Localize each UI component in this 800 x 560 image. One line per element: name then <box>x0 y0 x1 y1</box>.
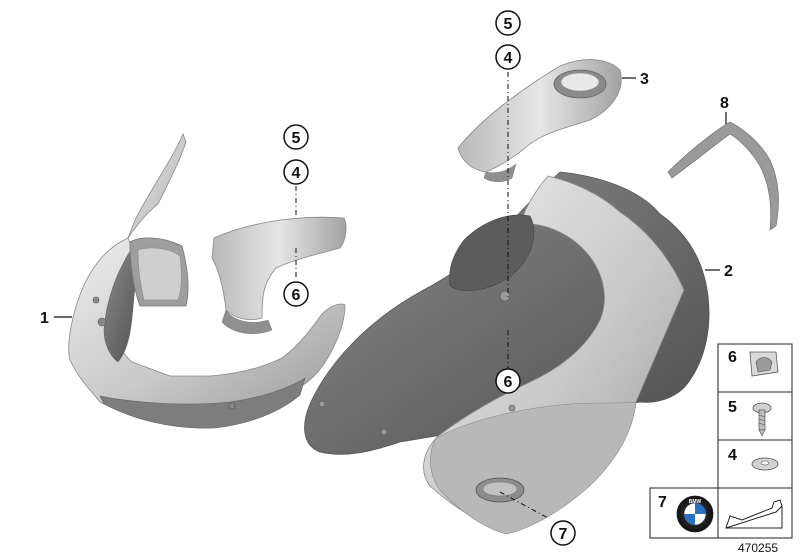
callout-circle-5-left[interactable]: 5 <box>283 124 309 150</box>
tank-cover-part <box>457 59 622 182</box>
callout-part-8[interactable]: 8 <box>720 95 729 112</box>
front-fairing-part <box>68 132 346 429</box>
legend-row-4[interactable]: 4 <box>717 439 793 489</box>
callout-circle-4-left[interactable]: 4 <box>283 159 309 185</box>
svg-text:6: 6 <box>292 287 301 304</box>
svg-text:4: 4 <box>292 165 301 182</box>
callout-circle-5-right[interactable]: 5 <box>495 10 521 36</box>
document-number: 470255 <box>738 541 778 555</box>
inner-panel-part <box>211 216 347 334</box>
callout-part-2[interactable]: 2 <box>724 263 733 280</box>
leader-lines <box>54 72 727 519</box>
side-fairing-part <box>304 171 710 535</box>
svg-text:5: 5 <box>728 399 737 416</box>
callout-part-3[interactable]: 3 <box>640 71 649 88</box>
svg-text:4: 4 <box>504 50 513 67</box>
svg-text:5: 5 <box>292 130 301 147</box>
clip-nut-icon <box>749 351 779 377</box>
callout-circle-6-left[interactable]: 6 <box>283 281 309 307</box>
bmw-logo-icon: BMW <box>676 495 714 533</box>
svg-text:7: 7 <box>658 494 667 511</box>
callout-circle-6-right[interactable]: 6 <box>495 368 521 394</box>
legend-row-5[interactable]: 5 <box>717 391 793 441</box>
svg-text:BMW: BMW <box>689 499 702 505</box>
washer-icon <box>751 457 779 471</box>
svg-text:5: 5 <box>504 16 513 33</box>
svg-text:6: 6 <box>728 349 737 366</box>
legend-row-6[interactable]: 6 <box>717 343 793 393</box>
hardware-legend: 6 5 4 <box>649 343 793 539</box>
body-shape-arrow-icon <box>725 499 783 529</box>
legend-row-7[interactable]: 7 BMW <box>649 487 793 539</box>
callout-part-1[interactable]: 1 <box>40 310 49 327</box>
svg-text:4: 4 <box>728 447 737 464</box>
callout-circle-4-right[interactable]: 4 <box>495 44 521 70</box>
screw-icon <box>752 402 772 437</box>
trim-strip-part <box>667 121 779 231</box>
svg-text:6: 6 <box>504 374 513 391</box>
callout-circle-7[interactable]: 7 <box>550 520 576 546</box>
svg-text:7: 7 <box>559 526 568 543</box>
